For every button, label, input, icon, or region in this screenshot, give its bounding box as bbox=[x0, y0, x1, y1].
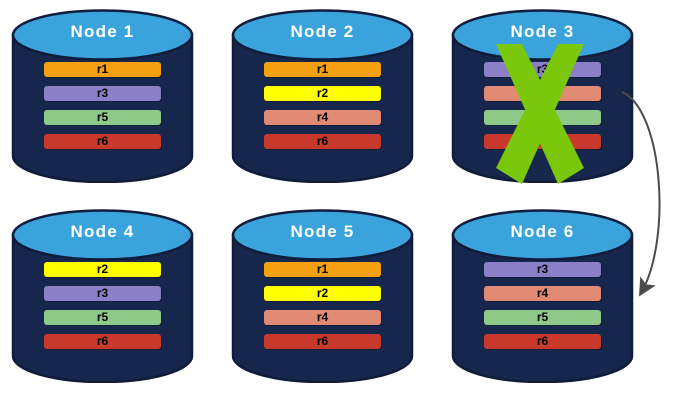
replica-bar-r6[interactable]: r6 bbox=[264, 134, 381, 149]
replica-bar-r3[interactable]: r3 bbox=[484, 62, 601, 77]
replica-bar-label: r3 bbox=[96, 86, 109, 100]
cylinder-top-ellipse bbox=[451, 209, 634, 261]
replica-bar-list: r2 r3 r5 r6 bbox=[44, 262, 161, 358]
replica-bar-label: r2 bbox=[96, 262, 109, 276]
replica-bar-r4[interactable]: r4 bbox=[264, 310, 381, 325]
replica-bar-r4[interactable]: r4 bbox=[264, 110, 381, 125]
replica-bar-r5[interactable]: r5 bbox=[44, 310, 161, 325]
replica-bar-r3[interactable]: r3 bbox=[484, 262, 601, 277]
replica-bar-label: r4 bbox=[536, 86, 549, 100]
cylinder-top-ellipse bbox=[11, 9, 194, 61]
replica-bar-label: r6 bbox=[316, 334, 329, 348]
replica-bar-label: r3 bbox=[96, 286, 109, 300]
replica-bar-r5[interactable]: r5 bbox=[484, 310, 601, 325]
replica-bar-r3[interactable]: r3 bbox=[44, 286, 161, 301]
replica-bar-label: r3 bbox=[536, 62, 549, 76]
replica-bar-label: r5 bbox=[536, 310, 549, 324]
replica-bar-r4[interactable]: r4 bbox=[484, 86, 601, 101]
replica-bar-label: r1 bbox=[316, 62, 329, 76]
replica-bar-r6[interactable]: r6 bbox=[484, 334, 601, 349]
cylinder-top-ellipse bbox=[11, 209, 194, 261]
cylinder-top-ellipse bbox=[231, 9, 414, 61]
replica-bar-label: r3 bbox=[536, 262, 549, 276]
replica-bar-r5[interactable]: r5 bbox=[44, 110, 161, 125]
replica-bar-r6[interactable]: r6 bbox=[484, 134, 601, 149]
replica-bar-label: r6 bbox=[316, 134, 329, 148]
replica-bar-label: r5 bbox=[96, 110, 109, 124]
replica-bar-label: r1 bbox=[96, 62, 109, 76]
replica-bar-label: r5 bbox=[96, 310, 109, 324]
replica-bar-r3[interactable]: r3 bbox=[44, 86, 161, 101]
replica-bar-label: r4 bbox=[536, 286, 549, 300]
replica-bar-label: r5 bbox=[536, 110, 549, 124]
replica-bar-r1[interactable]: r1 bbox=[264, 62, 381, 77]
replica-bar-list: r1 r2 r4 r6 bbox=[264, 62, 381, 158]
replica-bar-r1[interactable]: r1 bbox=[44, 62, 161, 77]
replica-bar-r6[interactable]: r6 bbox=[44, 134, 161, 149]
replica-bar-r2[interactable]: r2 bbox=[44, 262, 161, 277]
replica-bar-r5[interactable]: r5 bbox=[484, 110, 601, 125]
replica-bar-label: r6 bbox=[536, 134, 549, 148]
cylinder-top-ellipse bbox=[451, 9, 634, 61]
replica-bar-label: r6 bbox=[96, 334, 109, 348]
replica-bar-list: r1 r3 r5 r6 bbox=[44, 62, 161, 158]
replica-bar-r6[interactable]: r6 bbox=[264, 334, 381, 349]
replica-bar-list: r1 r2 r4 r6 bbox=[264, 262, 381, 358]
replica-bar-label: r2 bbox=[316, 286, 329, 300]
replica-bar-r2[interactable]: r2 bbox=[264, 86, 381, 101]
replica-bar-label: r4 bbox=[316, 110, 329, 124]
cylinder-top-ellipse bbox=[231, 209, 414, 261]
replica-bar-label: r6 bbox=[96, 134, 109, 148]
replica-bar-label: r2 bbox=[316, 86, 329, 100]
replica-bar-list: r3 r4 r5 r6 bbox=[484, 62, 601, 158]
replica-bar-list: r3 r4 r5 r6 bbox=[484, 262, 601, 358]
replica-bar-r4[interactable]: r4 bbox=[484, 286, 601, 301]
replica-bar-label: r1 bbox=[316, 262, 329, 276]
replica-bar-label: r6 bbox=[536, 334, 549, 348]
replica-bar-label: r4 bbox=[316, 310, 329, 324]
replica-bar-r1[interactable]: r1 bbox=[264, 262, 381, 277]
replica-bar-r2[interactable]: r2 bbox=[264, 286, 381, 301]
replica-bar-r6[interactable]: r6 bbox=[44, 334, 161, 349]
